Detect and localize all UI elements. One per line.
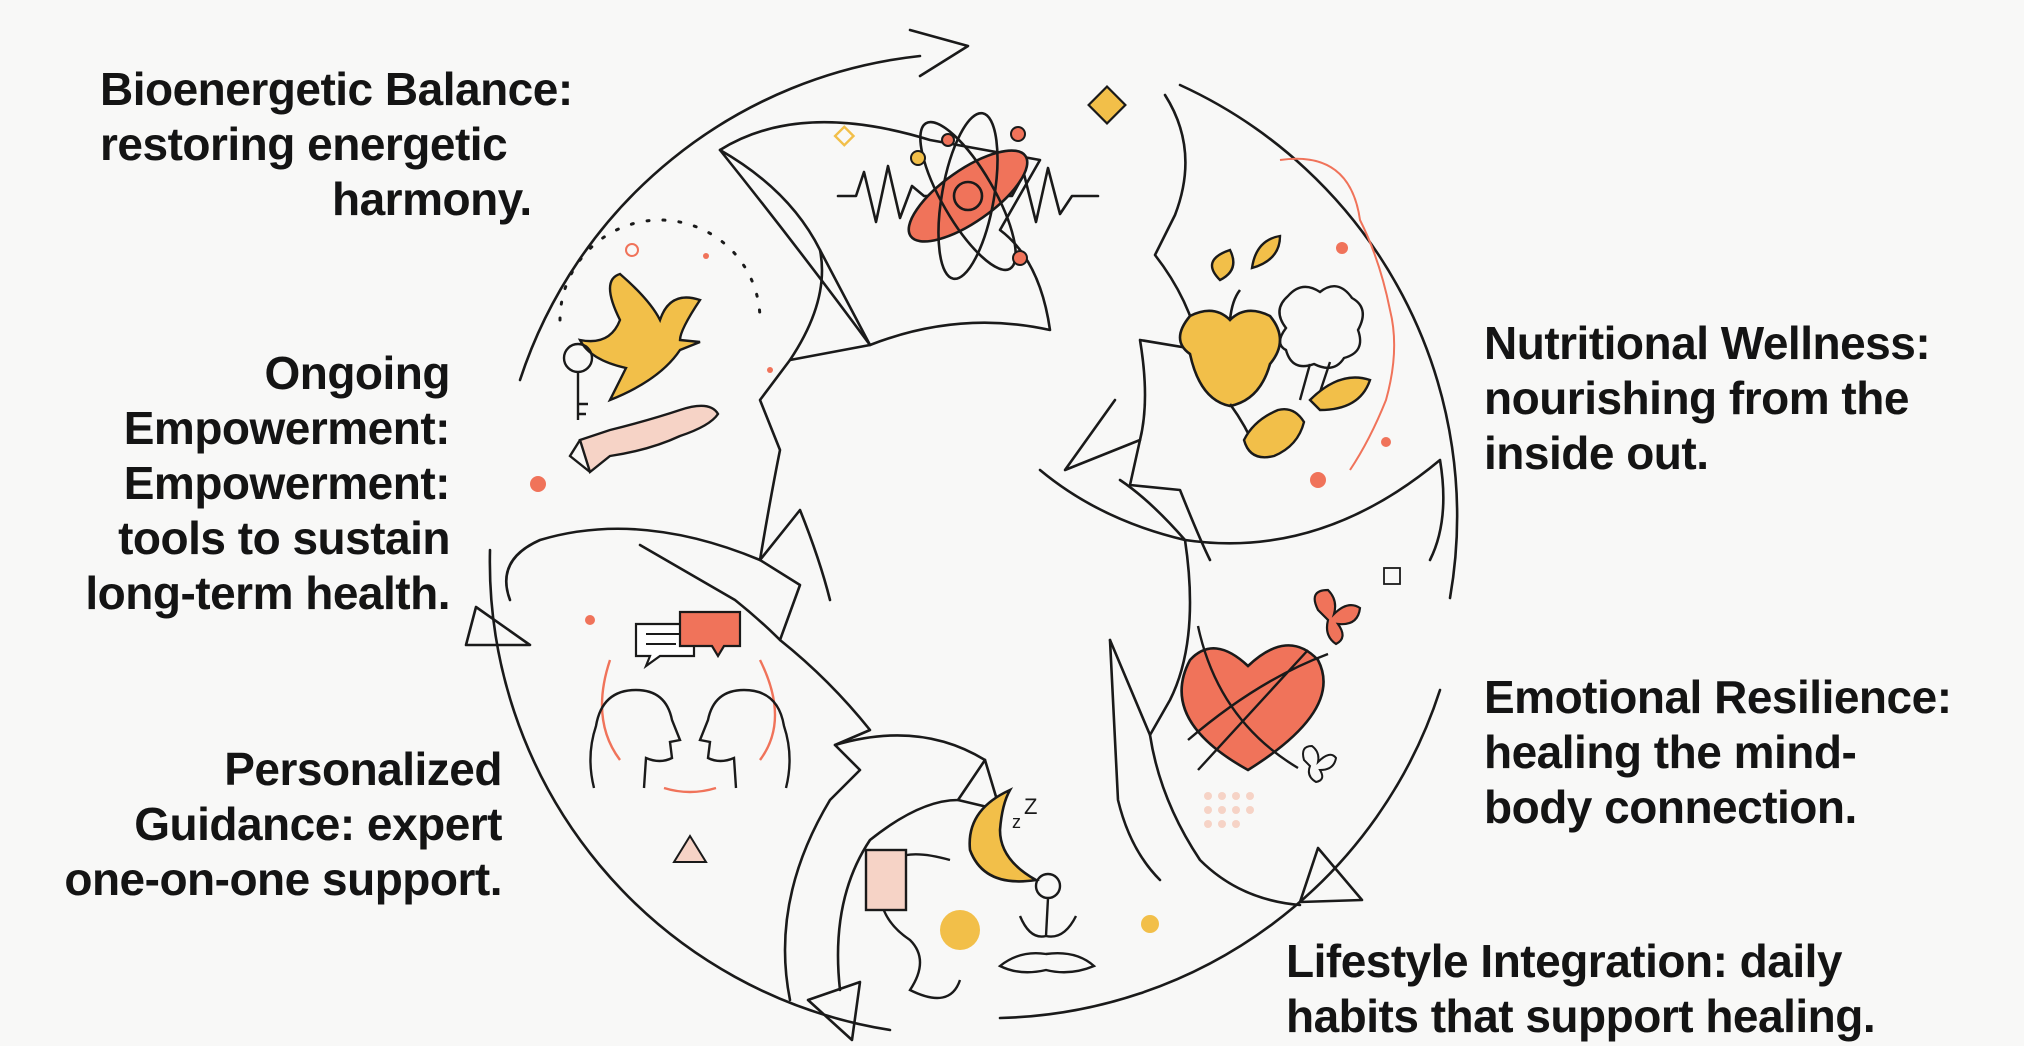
stage-label-line: Lifestyle Integration: daily [1286, 935, 1843, 987]
stage-label-line: harmony. [332, 173, 532, 225]
inner-arrow-lower-right [1108, 538, 1302, 907]
outer-cycle-ring [488, 54, 1459, 1032]
outer-arrowhead-bottom [806, 980, 862, 1042]
stage-label-line: Bioenergetic Balance: [100, 63, 573, 115]
stage-label-line: Ongoing [264, 347, 450, 399]
stage-label-line: Personalized [224, 743, 502, 795]
svg-text:z: z [1012, 812, 1021, 832]
stage-label-line: Guidance: expert [134, 798, 502, 850]
stage-label-line: healing the mind- [1484, 726, 1857, 778]
inner-arrow-top [718, 120, 1052, 347]
outer-arrowhead-top [908, 28, 970, 78]
stage-label-line: nourishing from the [1484, 372, 1909, 424]
stage-label-nutritional: Nutritional Wellness: nourishing from th… [1484, 316, 2014, 481]
stage-label-line: inside out. [1484, 427, 1709, 479]
stage-label-line: Nutritional Wellness: [1484, 317, 1931, 369]
atom-icon [833, 85, 1127, 281]
consultation-icon [585, 610, 791, 863]
stage-label-personalized: Personalized Guidance: expert one-on-one… [8, 742, 502, 907]
stage-label-line: Empowerment: [123, 402, 451, 454]
stage-label-line: habits that support healing. [1286, 990, 1876, 1042]
outer-arrowhead-left [464, 605, 532, 647]
dove-hand-key-icon [530, 218, 773, 492]
inner-arrow-upper-left [718, 148, 872, 562]
heart-butterfly-icon [1180, 567, 1401, 828]
stage-label-line: body connection. [1484, 781, 1857, 833]
stage-label-lifestyle: Lifestyle Integration: daily habits that… [1286, 934, 2016, 1044]
stage-label-line: one-on-one support. [64, 853, 502, 905]
stage-label-emotional: Emotional Resilience: healing the mind- … [1484, 670, 2014, 835]
outer-arrowhead-right [1298, 846, 1364, 904]
stage-label-ongoing: Ongoing Empowerment: Empowerment: tools … [20, 346, 450, 621]
inner-arrow-left [505, 508, 872, 747]
fruit-vegetable-icon [1178, 157, 1396, 488]
stage-label-line: Emotional Resilience: [1484, 671, 1952, 723]
meditation-moon-icon: z Z [864, 787, 1159, 1000]
stage-label-line: restoring energetic [100, 118, 508, 170]
stage-label-line: long-term health. [85, 567, 450, 619]
stage-label-line: Empowerment: [123, 457, 451, 509]
stage-label-bioenergetic: Bioenergetic Balance: restoring energeti… [100, 62, 640, 227]
stage-label-line: tools to sustain [118, 512, 450, 564]
svg-text:Z: Z [1024, 794, 1037, 819]
